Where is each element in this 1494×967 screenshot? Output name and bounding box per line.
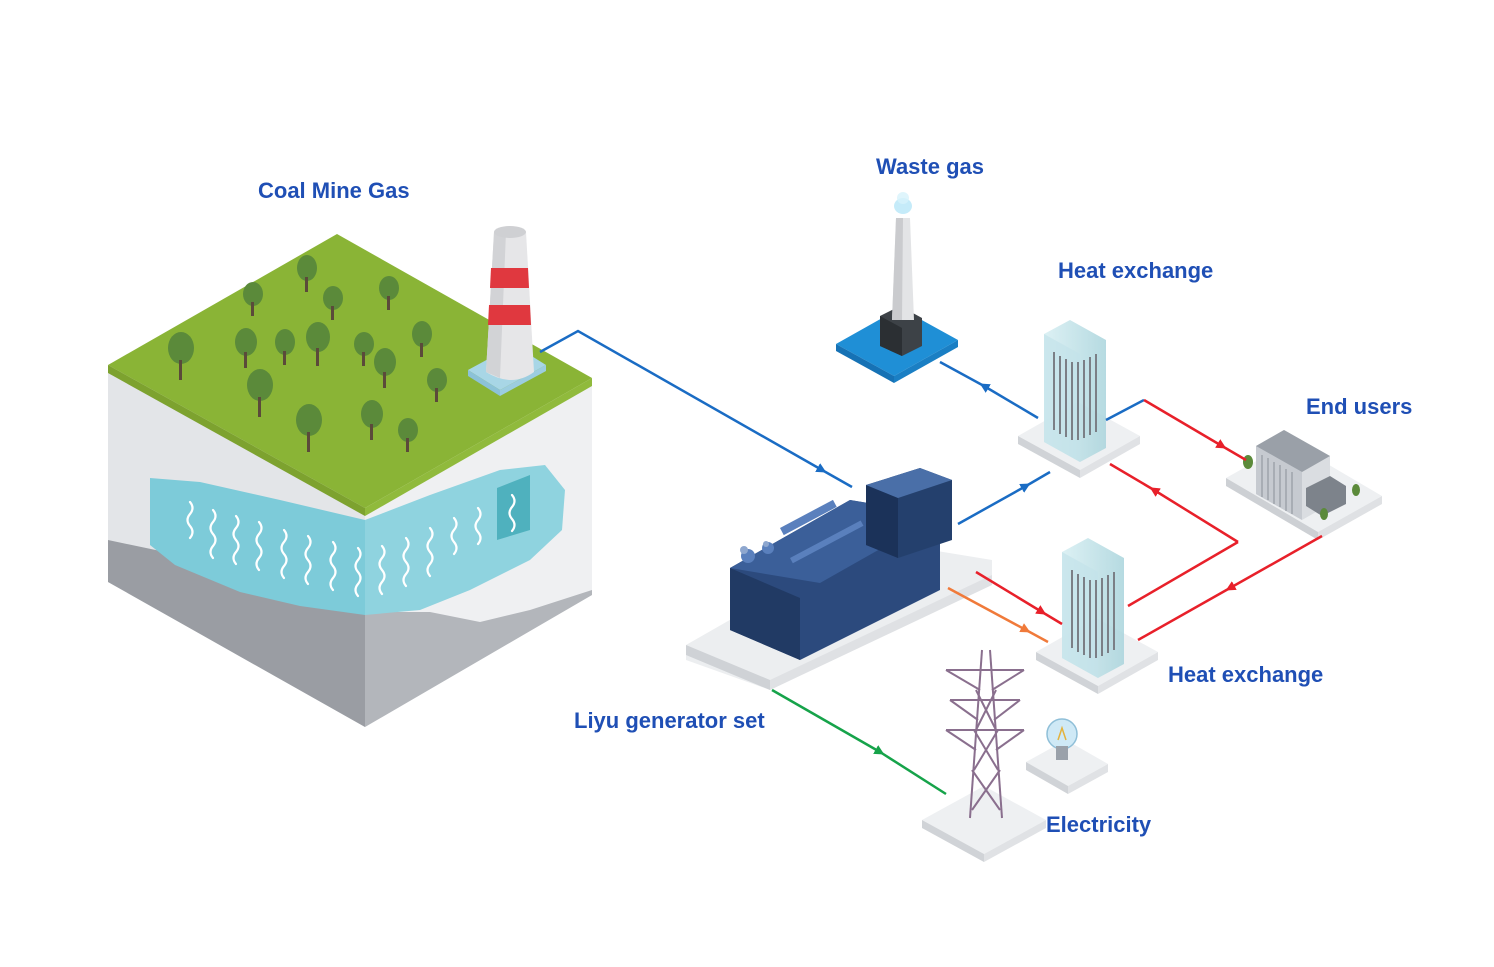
label-end-users: End users xyxy=(1306,394,1412,419)
flow-lines xyxy=(539,329,1323,796)
heat-exchanger-bottom-icon xyxy=(1036,538,1158,694)
label-generator: Liyu generator set xyxy=(574,708,765,733)
power-tower-icon xyxy=(922,649,1046,862)
label-coal-mine-gas: Coal Mine Gas xyxy=(258,178,410,203)
light-bulb-icon xyxy=(1026,718,1108,794)
mine-chimney-icon xyxy=(468,226,546,396)
generator-set-icon xyxy=(686,468,992,690)
chimney-icon xyxy=(836,192,958,383)
label-waste-gas: Waste gas xyxy=(876,154,984,179)
labels: Coal Mine Gas Waste gas Heat exchange En… xyxy=(258,154,1412,837)
trees xyxy=(168,255,447,452)
building-icon xyxy=(1226,430,1382,540)
label-heat-exchange-top: Heat exchange xyxy=(1058,258,1213,283)
coal-mine-block-icon xyxy=(108,234,592,727)
label-heat-exchange-bottom: Heat exchange xyxy=(1168,662,1323,687)
label-electricity: Electricity xyxy=(1046,812,1152,837)
heat-exchanger-top-icon xyxy=(1018,320,1140,478)
